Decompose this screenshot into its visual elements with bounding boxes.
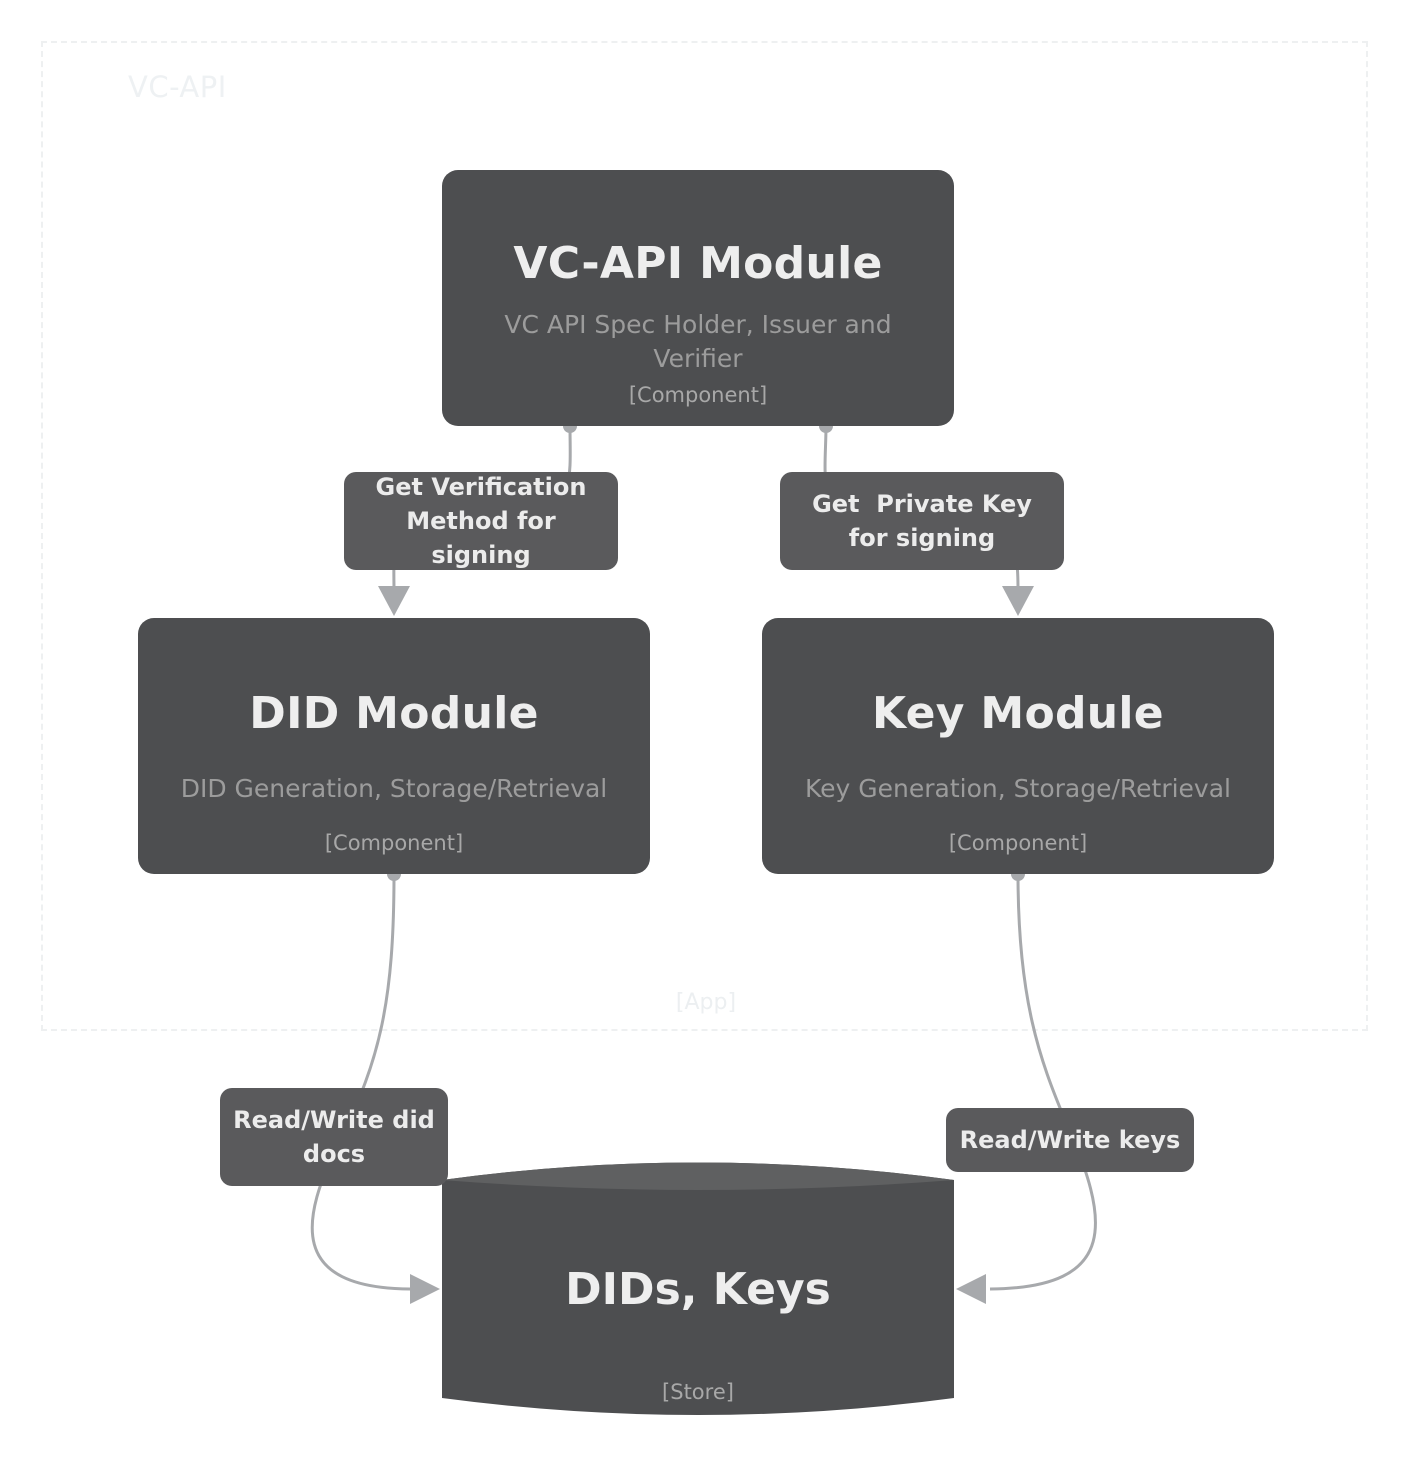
key-module-type: [Component] bbox=[948, 831, 1088, 855]
arrowhead-key bbox=[1002, 586, 1034, 616]
store-title: DIDs, Keys bbox=[565, 1264, 831, 1315]
store-cylinder-body[interactable] bbox=[442, 1162, 954, 1416]
key-module-box[interactable]: Key Module Key Generation, Storage/Retri… bbox=[762, 618, 1274, 874]
store-type: [Store] bbox=[662, 1380, 734, 1404]
did-module-type: [Component] bbox=[324, 831, 464, 855]
relationship-label-did-store[interactable]: Read/Write did docs bbox=[220, 1088, 448, 1186]
did-module-title: DID Module bbox=[249, 688, 539, 739]
vcapi-module-type: [Component] bbox=[628, 383, 768, 407]
did-module-box[interactable]: DID Module DID Generation, Storage/Retri… bbox=[138, 618, 650, 874]
relationship-label-vcapi-did[interactable]: Get Verification Method for signing bbox=[344, 472, 618, 570]
arrowhead-did bbox=[378, 586, 410, 616]
relationship-label-key-store[interactable]: Read/Write keys bbox=[946, 1108, 1194, 1172]
boundary-title: VC-API bbox=[128, 70, 227, 104]
arrowhead-store-right bbox=[956, 1274, 986, 1304]
store-cylinder-top bbox=[442, 1162, 954, 1190]
app-boundary bbox=[41, 41, 1368, 1031]
vcapi-module-box[interactable]: VC-API Module VC API Spec Holder, Issuer… bbox=[442, 170, 954, 426]
edge-key-store[interactable] bbox=[989, 873, 1097, 1291]
relationship-label-vcapi-key[interactable]: Get Private Key for signing bbox=[780, 472, 1064, 570]
key-module-description: Key Generation, Storage/Retrieval bbox=[805, 774, 1231, 803]
boundary-type: [App] bbox=[675, 990, 737, 1015]
arrowhead-store-left bbox=[410, 1274, 440, 1304]
vcapi-module-description: VC API Spec Holder, Issuer and Verifier bbox=[504, 310, 892, 373]
key-module-title: Key Module bbox=[872, 688, 1164, 739]
edge-did-store[interactable] bbox=[310, 873, 411, 1291]
did-module-description: DID Generation, Storage/Retrieval bbox=[180, 774, 608, 803]
vcapi-module-title: VC-API Module bbox=[513, 238, 883, 289]
